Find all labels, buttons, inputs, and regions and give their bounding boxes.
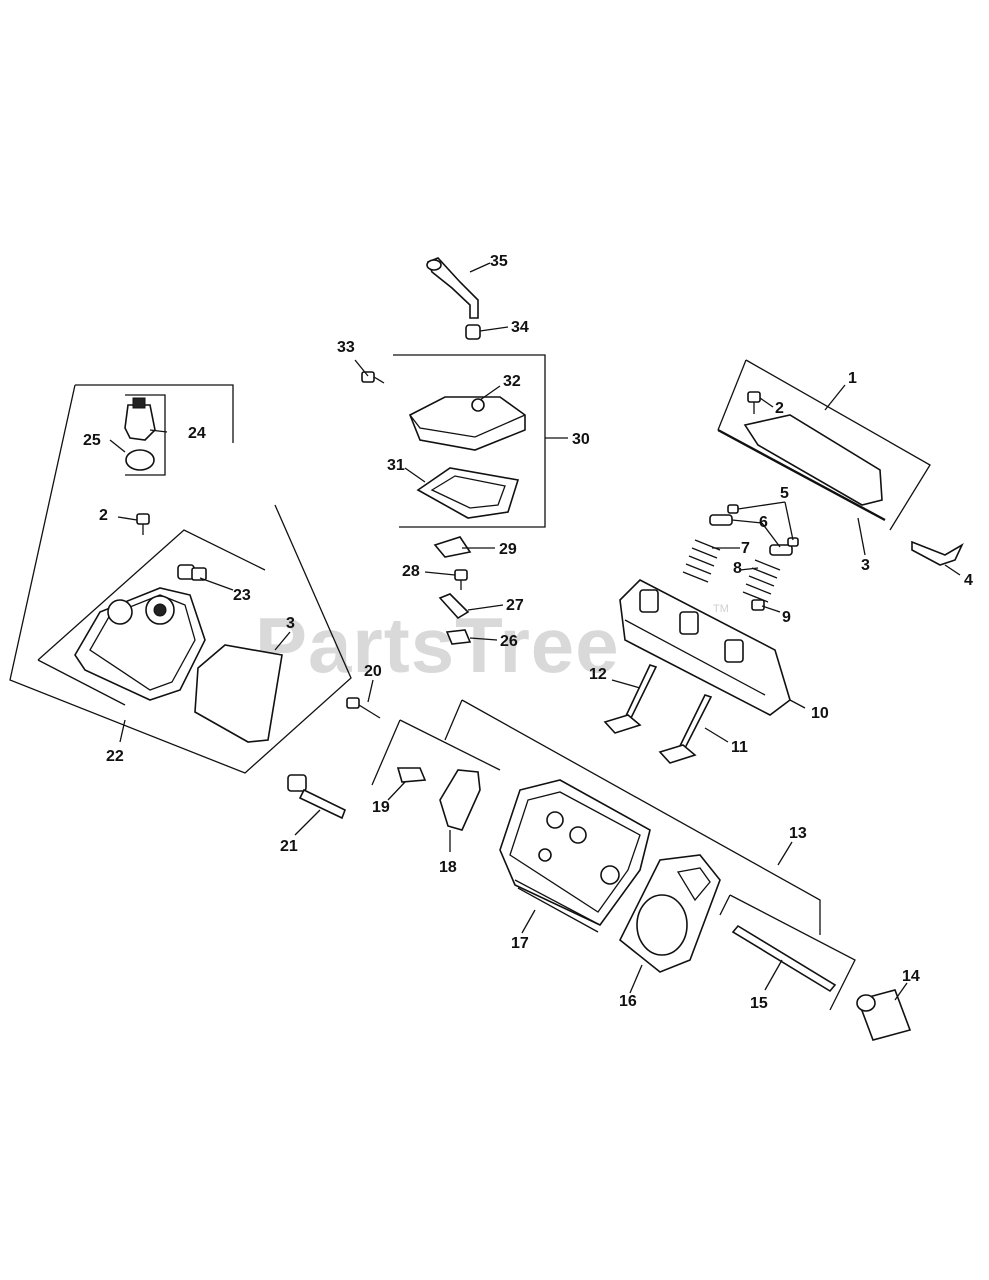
- callout-18: 18: [439, 859, 457, 876]
- callout-22: 22: [106, 748, 124, 765]
- cylinder-head-part: [499, 779, 651, 933]
- callout-7: 7: [741, 540, 750, 557]
- callout-13: 13: [789, 825, 807, 842]
- callout-10: 10: [811, 705, 829, 722]
- elbow-fitting-part: [177, 564, 207, 581]
- callout-24: 24: [188, 425, 206, 442]
- group-outline-24: [125, 394, 166, 476]
- breather-reed-part: [433, 536, 472, 558]
- callout-6: 6: [759, 514, 768, 531]
- callout-26: 26: [500, 633, 518, 650]
- callout-30: 30: [572, 431, 590, 448]
- callout-11: 11: [731, 739, 748, 756]
- group-outline-22: [9, 384, 352, 774]
- callout-5: 5: [780, 485, 789, 502]
- rocker-gasket-part: [717, 428, 886, 522]
- callout-17: 17: [511, 935, 529, 952]
- valve-guide-part: [396, 767, 427, 783]
- valve-cover-part: [74, 587, 206, 701]
- spring-cap-part: [709, 514, 733, 526]
- callout-31: 31: [387, 457, 405, 474]
- callout-27: 27: [506, 597, 524, 614]
- cover-screw-part: [136, 513, 150, 535]
- breather-screw-part: [361, 371, 385, 384]
- exhaust-valve-part: [603, 664, 658, 734]
- valve-spring-part: [742, 559, 781, 603]
- callout-25: 25: [83, 432, 101, 449]
- group-outline-13: [461, 699, 821, 935]
- tappet-part: [856, 989, 912, 1041]
- group-outline-1: [745, 359, 931, 531]
- callout-3: 3: [861, 557, 870, 574]
- callout-8: 8: [733, 560, 742, 577]
- reed-retainer-part: [438, 593, 470, 620]
- callout-19: 19: [372, 799, 390, 816]
- watermark: PartsTree: [255, 601, 620, 689]
- push-rod-part: [731, 924, 837, 993]
- callout-15: 15: [750, 995, 768, 1012]
- hose-fitting-part: [465, 324, 481, 340]
- breather-gasket-part: [416, 467, 520, 519]
- callout-2: 2: [775, 400, 784, 417]
- callout-35: 35: [490, 253, 508, 270]
- spring-keeper-part: [751, 599, 765, 611]
- leader-lines: [109, 262, 961, 1001]
- o-ring-part: [125, 449, 155, 471]
- breather-plate-part: [445, 629, 472, 645]
- callout-14: 14: [902, 968, 920, 985]
- clip-part: [911, 540, 964, 566]
- callout-9: 9: [782, 609, 791, 626]
- callout-20: 20: [364, 663, 382, 680]
- head-screw-part: [346, 697, 381, 719]
- group-outline-30: [393, 354, 546, 528]
- callout-12: 12: [589, 666, 607, 683]
- callout-3-left: 3: [286, 615, 295, 632]
- spring-cap-right-part: [769, 544, 793, 556]
- reed-screw-part: [454, 569, 468, 590]
- breather-hose-part: [426, 257, 479, 319]
- valve-keeper-part: [727, 504, 739, 514]
- callout-1: 1: [848, 370, 857, 387]
- callout-33: 33: [337, 339, 355, 356]
- callout-labels: 1 2 3 4 5 6 7 8 9 10 11 12 13 14 15 16 1…: [83, 253, 973, 1012]
- group-outline-cover-inner: [37, 529, 266, 661]
- baffle-part: [439, 769, 481, 831]
- callout-21: 21: [280, 838, 298, 855]
- watermark-trademark: TM: [713, 603, 729, 615]
- intake-valve-part: [658, 694, 713, 764]
- callout-4: 4: [964, 572, 973, 589]
- callout-29: 29: [499, 541, 517, 558]
- callout-16: 16: [619, 993, 637, 1010]
- rocker-cover-part: [743, 414, 883, 506]
- callout-34: 34: [511, 319, 529, 336]
- group-outline-15: [729, 894, 856, 1011]
- head-gasket-part: [618, 854, 721, 973]
- head-bolt-part: [287, 774, 347, 820]
- valve-spring-left-part: [682, 539, 721, 583]
- callout-2-left: 2: [99, 507, 108, 524]
- breather-cover-part: [408, 396, 526, 451]
- rocker-housing-part: [619, 579, 791, 716]
- group-outline-24-bracket: [75, 384, 234, 443]
- callout-23: 23: [233, 587, 251, 604]
- rocker-screw-part: [747, 391, 761, 414]
- callout-32: 32: [503, 373, 521, 390]
- oil-fill-cap-part: [124, 397, 156, 441]
- callout-28: 28: [402, 563, 420, 580]
- valve-cover-gasket-part: [194, 644, 283, 743]
